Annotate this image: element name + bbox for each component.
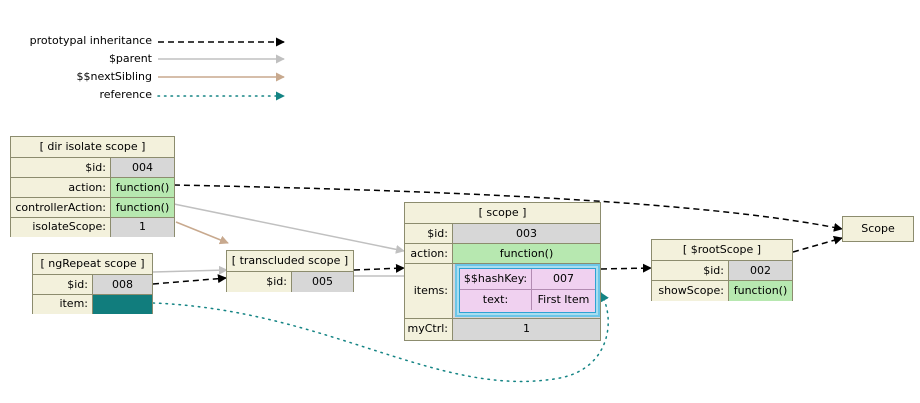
row-key: isolateScope: (11, 218, 111, 237)
scope-row-my-ctrl: myCtrl: 1 (405, 319, 600, 340)
row-key: myCtrl: (405, 319, 453, 340)
arrow-dir-isolate-next-sibling (175, 221, 229, 245)
items-array-box: $$hashKey: 007 text: First Item (455, 264, 600, 317)
root-scope-row-id: $id: 002 (652, 261, 792, 281)
row-value: 1 (453, 319, 600, 340)
dir-isolate-row-controller-action: controllerAction: function() (11, 198, 174, 218)
row-key: showScope: (652, 281, 729, 301)
item-reference-cell (93, 295, 152, 314)
arrow-ngrepeat-parent (152, 265, 228, 275)
scope-row-id: $id: 003 (405, 224, 600, 244)
row-key: $id: (33, 275, 93, 294)
row-key: item: (33, 295, 93, 314)
dir-isolate-scope-title: [ dir isolate scope ] (11, 137, 174, 158)
dir-isolate-row-isolate-scope: isolateScope: 1 (11, 218, 174, 237)
row-value: 004 (111, 158, 174, 177)
transcluded-scope-title: [ transcluded scope ] (227, 251, 353, 272)
row-key: action: (11, 178, 111, 197)
arrow-item-reference (152, 292, 609, 383)
items-row-hashkey: $$hashKey: 007 (460, 269, 595, 290)
row-key: text: (460, 290, 532, 310)
ngrepeat-scope-title: [ ngRepeat scope ] (33, 254, 152, 275)
row-key: $id: (227, 272, 292, 292)
row-value: 007 (532, 269, 595, 289)
row-key: $id: (405, 224, 453, 243)
row-value: 003 (453, 224, 600, 243)
legend-label-parent: $parent (108, 52, 152, 65)
row-key: action: (405, 244, 453, 263)
transcluded-row-id: $id: 005 (227, 272, 353, 292)
row-key: $id: (652, 261, 729, 280)
scope-constructor-box: Scope (842, 216, 914, 242)
root-scope-row-show-scope: showScope: function() (652, 281, 792, 301)
legend-label-next-sibling: $$nextSibling (76, 70, 152, 83)
arrow-ngrepeat-prototype (152, 274, 227, 285)
dir-isolate-scope-box: [ dir isolate scope ] $id: 004 action: f… (10, 136, 175, 237)
arrow-action-to-scope (173, 184, 843, 232)
legend-label-reference: reference (99, 88, 152, 101)
scope-title: [ scope ] (405, 203, 600, 224)
dir-isolate-row-action: action: function() (11, 178, 174, 198)
root-scope-title: [ $rootScope ] (652, 240, 792, 261)
root-scope-box: [ $rootScope ] $id: 002 showScope: funct… (651, 239, 793, 301)
row-key: items: (405, 264, 453, 318)
arrow-rootscope-to-scope (792, 235, 843, 253)
row-key: $id: (11, 158, 111, 177)
arrow-dir-isolate-parent (173, 203, 405, 254)
row-value: 002 (729, 261, 792, 280)
row-key: $$hashKey: (460, 269, 532, 289)
row-value: 1 (111, 218, 174, 237)
row-value: First Item (532, 290, 595, 310)
row-value: function() (729, 281, 792, 301)
ngrepeat-row-id: $id: 008 (33, 275, 152, 295)
arrow-transcluded-prototype (353, 263, 405, 273)
scope-row-action: action: function() (405, 244, 600, 264)
row-value: function() (111, 198, 174, 217)
items-array-inner: $$hashKey: 007 text: First Item (459, 268, 596, 313)
row-key: controllerAction: (11, 198, 111, 217)
row-value: function() (111, 178, 174, 197)
row-value: 005 (292, 272, 353, 292)
row-value: function() (453, 244, 600, 263)
ngrepeat-scope-box: [ ngRepeat scope ] $id: 008 item: (32, 253, 153, 314)
items-row-text: text: First Item (460, 290, 595, 310)
dir-isolate-row-id: $id: 004 (11, 158, 174, 178)
arrow-scope-to-rootscope (600, 263, 652, 273)
ngrepeat-row-item: item: (33, 295, 152, 314)
row-value: 008 (93, 275, 152, 294)
transcluded-scope-box: [ transcluded scope ] $id: 005 (226, 250, 354, 292)
legend-label-prototypal: prototypal inheritance (29, 34, 152, 47)
